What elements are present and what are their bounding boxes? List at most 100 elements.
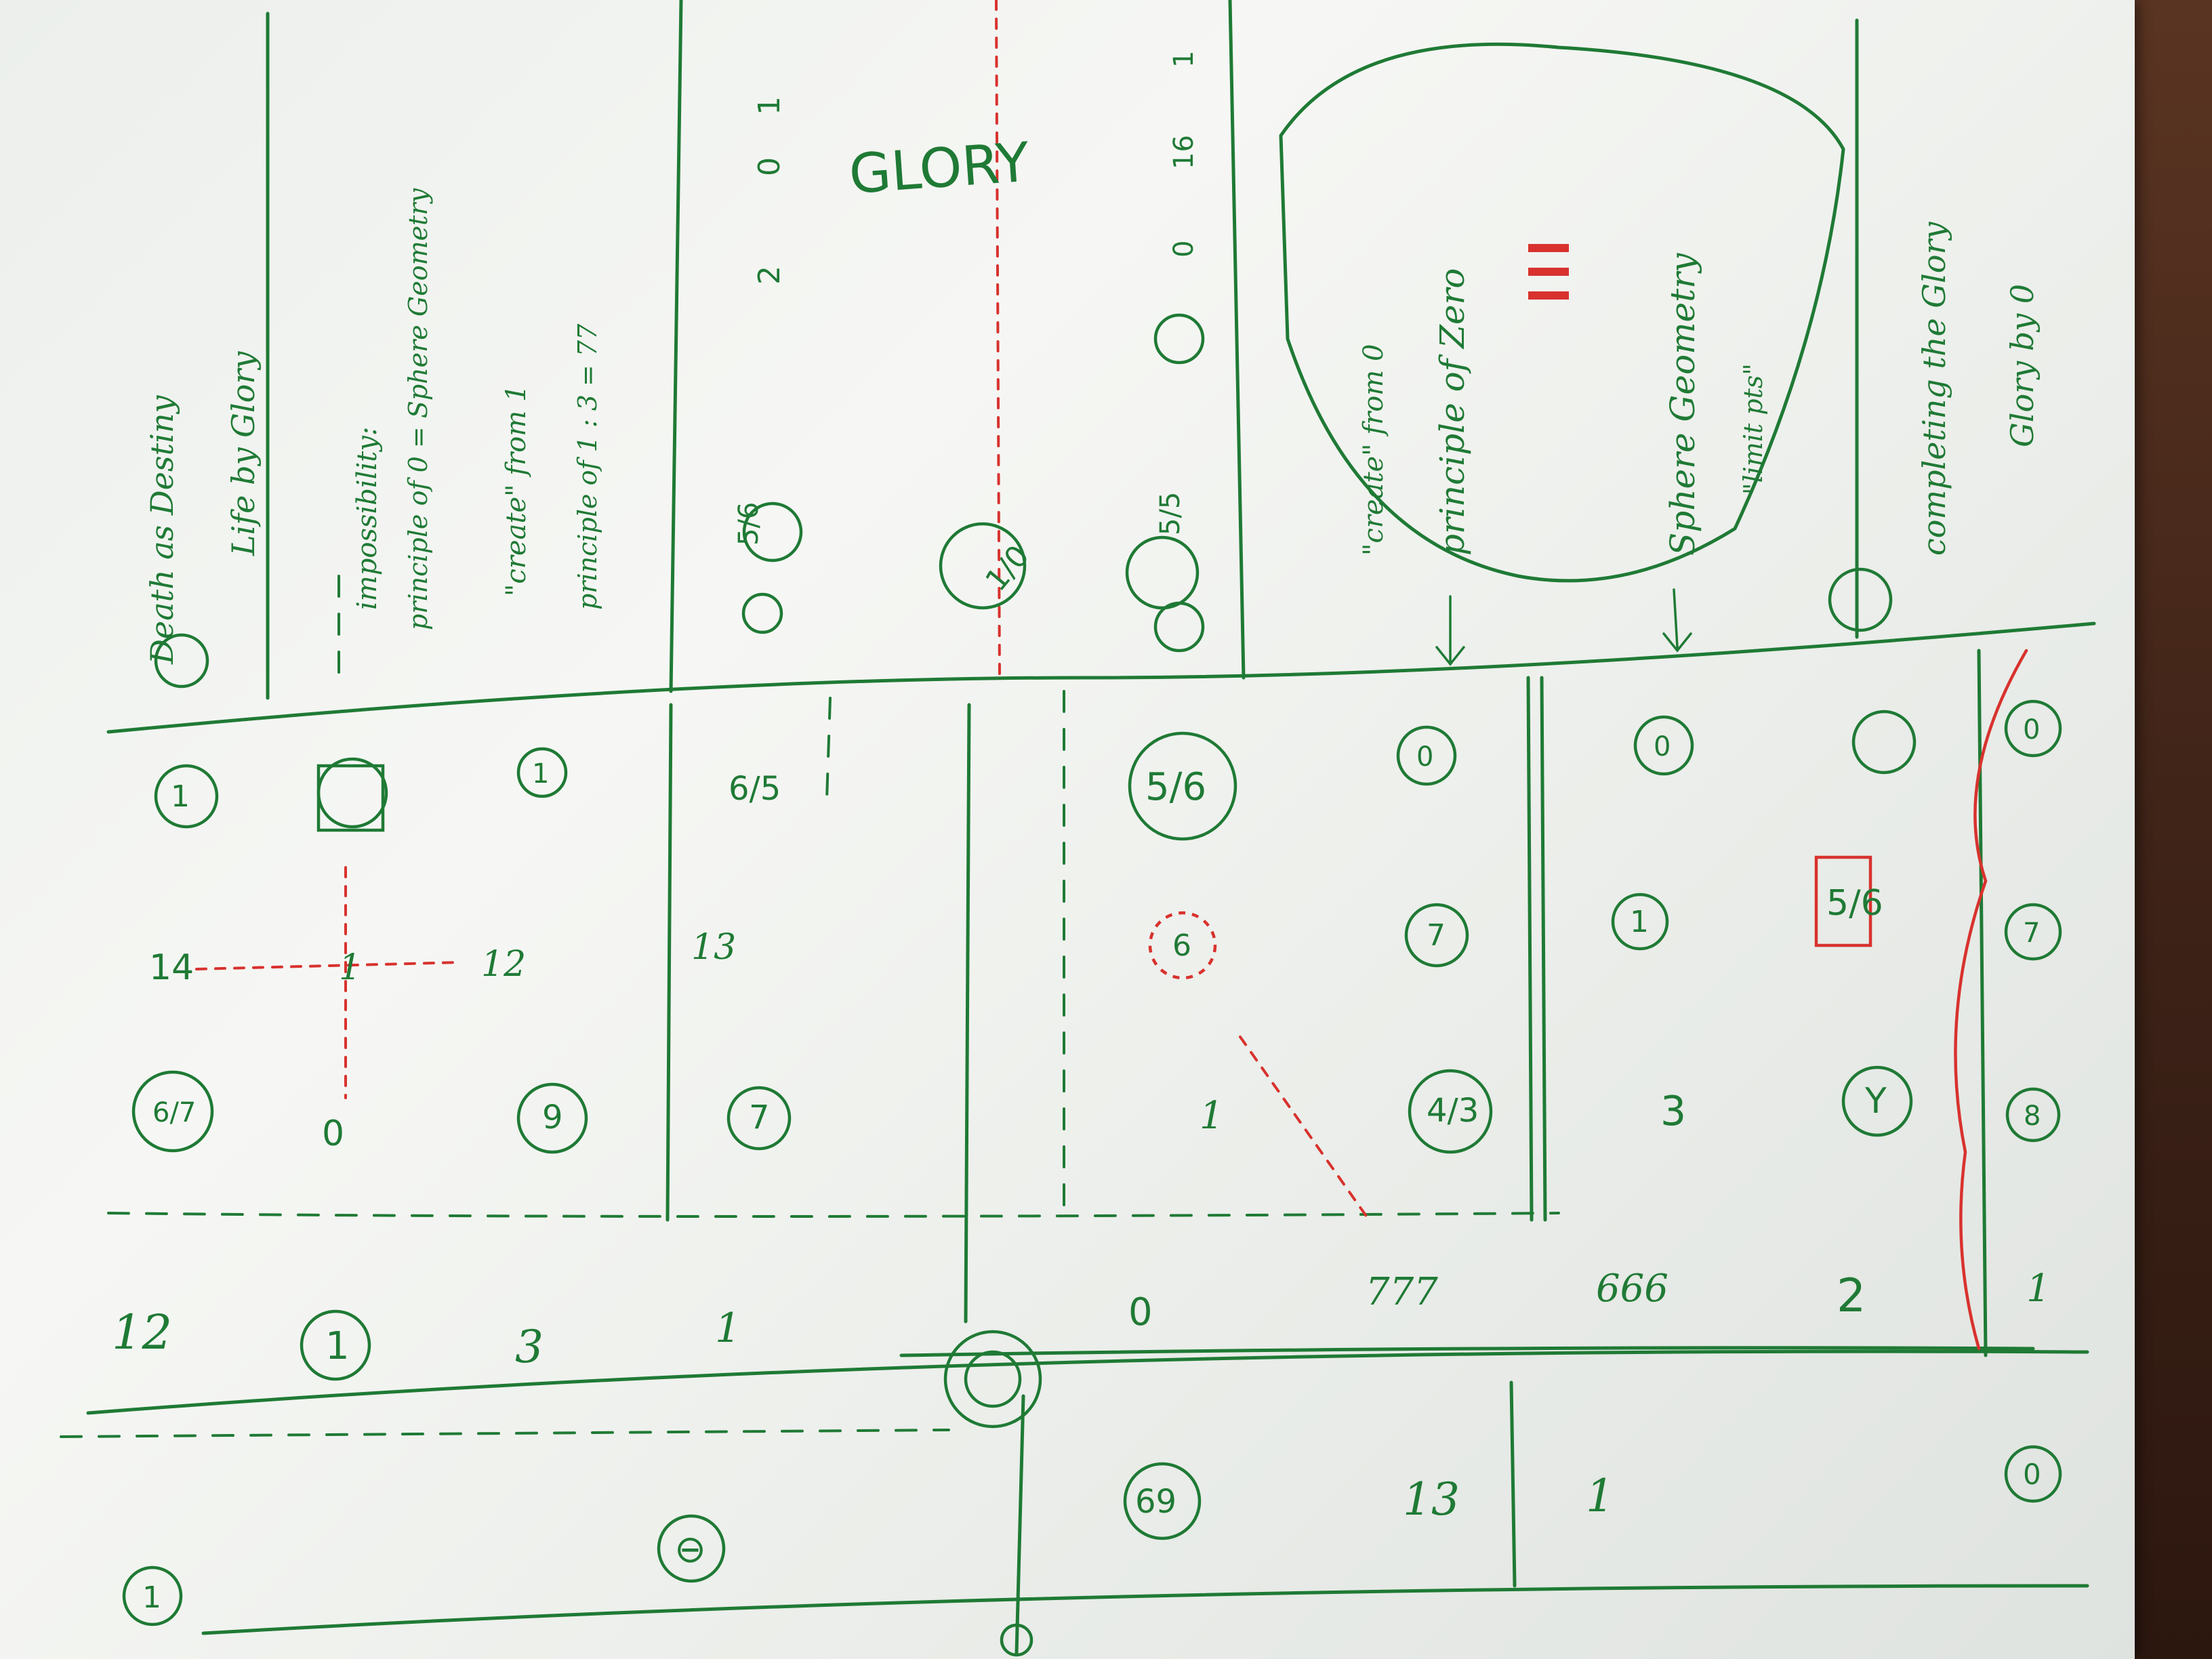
dashed-line-middle <box>107 1212 1560 1218</box>
middle-c2: 1 <box>532 758 549 790</box>
vertical-line-7 <box>1526 676 1534 1222</box>
horizontal-line-bottom-row <box>86 1349 2089 1415</box>
text-completing: completing the Glory <box>1916 222 1952 556</box>
bottom-c1: 1 <box>142 1580 161 1615</box>
middle-zero-b: 0 <box>1654 731 1671 762</box>
text-life: Life by Glory <box>225 351 262 556</box>
bubble-limit-text: "limit pts" <box>1738 363 1768 495</box>
lower-n777: 777 <box>1366 1270 1438 1314</box>
fraction-5-5: 5/5 <box>1155 492 1186 535</box>
middle-n3: 3 <box>1660 1088 1686 1135</box>
top-number-left-0: 2 <box>752 266 787 285</box>
middle-row-text: 1 1 6/5 5/6 0 0 0 14 1 12 13 6 7 1 5/6 7… <box>149 714 2041 1154</box>
fraction-1-0: 1/0 <box>979 539 1036 598</box>
vertical-line-9 <box>1509 1380 1517 1588</box>
bottom-n13: 13 <box>1403 1473 1460 1525</box>
bubble-create-text: "create" from 0 <box>1358 344 1389 556</box>
vertical-line-8 <box>1015 1394 1025 1656</box>
top-number-right-1: 16 <box>1168 135 1200 169</box>
middle-c1: 1 <box>171 779 190 814</box>
lower-n3: 3 <box>515 1321 544 1373</box>
middle-n12: 12 <box>481 944 526 985</box>
lower-n12: 12 <box>112 1305 172 1360</box>
bubble-sphere-group: Sphere Geometry <box>1663 253 1702 556</box>
lower-c1: 1 <box>325 1324 350 1368</box>
middle-c9: 9 <box>542 1099 563 1136</box>
text-glory: GLORY <box>847 131 1032 206</box>
text-principle-zero-group: principle of 0 = Sphere Geometry <box>403 188 433 630</box>
vertical-line-2 <box>669 0 683 693</box>
middle-n-one: 1 <box>1200 1094 1224 1138</box>
lower-n1: 1 <box>715 1305 741 1352</box>
red-dashed-horizontal <box>195 961 462 970</box>
vertical-line-3 <box>1228 0 1246 680</box>
text-impossibility-group: impossibility: <box>352 427 383 610</box>
text-death: Death as Destiny <box>144 395 180 665</box>
middle-zero-c: 0 <box>2023 714 2040 745</box>
text-glory-group: GLORY <box>847 131 1032 206</box>
grid-lines <box>60 0 2096 1656</box>
red-equals-bottom <box>1528 291 1569 300</box>
glory-by-group: Glory by 0 <box>2004 284 2041 447</box>
middle-c1b: 1 <box>1630 905 1649 939</box>
fraction-5-6-top: 5/6 <box>733 502 764 546</box>
text-impossibility: impossibility: <box>352 427 383 610</box>
vertical-line-5 <box>665 703 673 1222</box>
middle-cY: Y <box>1864 1081 1887 1122</box>
number-circles <box>122 313 2062 1657</box>
top-number-right-2: 1 <box>1168 51 1200 68</box>
bottom-c69: 69 <box>1135 1483 1176 1521</box>
bubble-outline <box>1279 42 1845 583</box>
frac-b-group: 1/0 <box>979 539 1036 598</box>
vertical-line-6 <box>964 703 971 1324</box>
vertical-line-7b <box>1540 676 1547 1222</box>
text-create-one-group: "create" from 1 <box>501 385 532 596</box>
red-equals-top <box>1528 244 1569 252</box>
text-life-group: Life by Glory <box>225 351 262 556</box>
lower-n1b: 1 <box>2026 1267 2051 1311</box>
arrow-down-2 <box>1662 588 1692 653</box>
top-number-right-0: 0 <box>1168 241 1200 258</box>
red-wavy-line <box>1954 649 2028 1351</box>
completing-group: completing the Glory <box>1916 222 1952 556</box>
right-numbers-group: 0 16 1 <box>1168 51 1200 258</box>
frac-c-group: 5/5 <box>1155 492 1186 535</box>
middle-frac-red: 5/6 <box>1826 883 1883 924</box>
red-box <box>1814 855 1872 947</box>
bottom-c-minus: ⊖ <box>674 1528 706 1572</box>
lower-n2: 2 <box>1837 1269 1866 1323</box>
horizontal-line-double <box>899 1346 2035 1357</box>
red-equals-mid <box>1528 268 1569 276</box>
bottom-c0: 0 <box>2023 1458 2041 1491</box>
dashed-vertical <box>825 697 832 801</box>
middle-n0: 0 <box>322 1113 344 1154</box>
horizontal-line-lower <box>201 1584 2089 1635</box>
top-number-left-2: 1 <box>752 96 787 115</box>
middle-frac-5-6-big: 5/6 <box>1145 765 1206 809</box>
middle-c7a: 7 <box>1427 918 1446 953</box>
arrow-down-1 <box>1435 595 1465 666</box>
top-number-left-1: 0 <box>752 157 787 176</box>
middle-c43: 4/3 <box>1427 1092 1479 1130</box>
bubble-sphere-text: Sphere Geometry <box>1663 253 1702 556</box>
frac-a-group: 5/6 <box>733 502 764 546</box>
bottom-row-text: 1 ⊖ 69 13 1 0 <box>142 1458 2041 1615</box>
bubble-limit-group: "limit pts" <box>1738 363 1768 495</box>
lower-row-text: 12 1 3 1 0 777 666 2 1 <box>112 1267 2051 1373</box>
bottom-n1: 1 <box>1586 1470 1614 1522</box>
text-glory-by: Glory by 0 <box>2004 284 2041 447</box>
text-create-from-one: "create" from 1 <box>501 385 532 596</box>
middle-c6: 6 <box>1172 928 1191 963</box>
bubble-principle-group: principle of Zero <box>1433 268 1472 556</box>
lower-n666: 666 <box>1596 1267 1668 1311</box>
cube-box <box>316 764 385 832</box>
horizontal-line-top-row <box>106 621 2096 734</box>
text-principle-one: principle of 1 : 3 = 77 <box>573 323 602 610</box>
middle-frac-6-5: 6/5 <box>729 770 781 808</box>
red-dashed-vertical <box>995 0 1001 679</box>
bubble-principle-text: principle of Zero <box>1433 268 1472 556</box>
middle-c8: 8 <box>2024 1101 2041 1132</box>
middle-c7b: 7 <box>2023 918 2040 949</box>
